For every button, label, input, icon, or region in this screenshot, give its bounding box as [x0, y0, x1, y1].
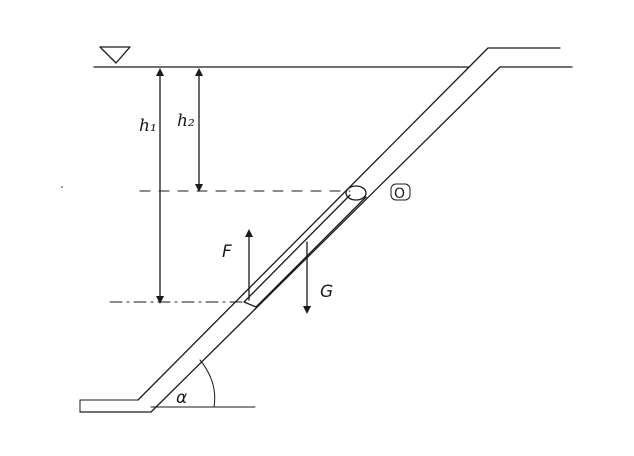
stray-mark [61, 186, 63, 188]
force-f-label: F [222, 242, 232, 262]
angle-label: α [176, 388, 187, 408]
depth-h2-label: h₂ [177, 111, 195, 131]
embankment-upper-edge [137, 47, 561, 401]
embankment-lower-edge [79, 66, 573, 413]
weight-g-label: G [320, 282, 333, 302]
depth-h1-label: h₁ [139, 116, 157, 136]
pivot-label-box [390, 183, 411, 201]
embankment-left-cap [79, 399, 139, 413]
water-level-triangle-icon [99, 46, 131, 64]
gate-pivot-hinge [345, 185, 367, 201]
angle-arc [199, 359, 216, 408]
pivot-letter: O [394, 186, 405, 202]
gate-plate [243, 194, 367, 308]
